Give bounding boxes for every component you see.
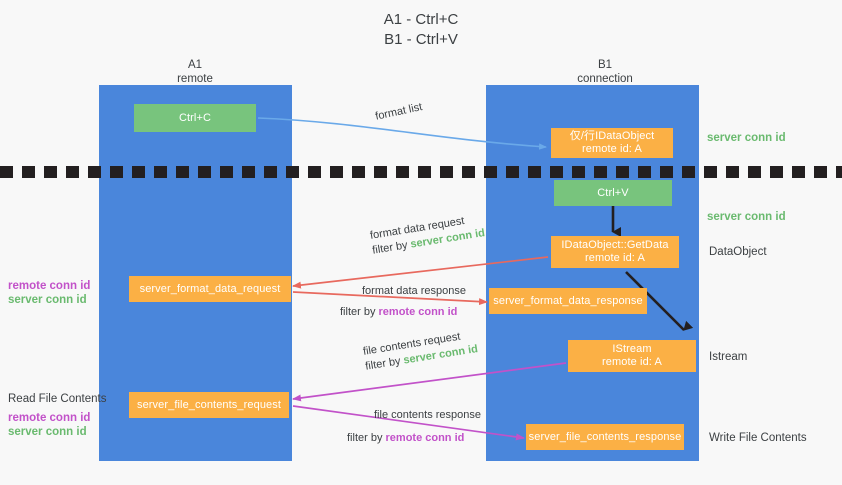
node-ctrl-v[interactable]: Ctrl+V bbox=[554, 180, 672, 206]
arrow-file-contents-response bbox=[292, 405, 525, 441]
node-server-file-contents-response[interactable]: server_file_contents_response bbox=[526, 424, 684, 450]
annotation-server-conn-id-top: server conn id bbox=[707, 132, 786, 144]
edge-label-format-data-response-text: format data response bbox=[362, 285, 466, 297]
lane-header-b1: B1 connection bbox=[530, 58, 680, 86]
node-getdata[interactable]: IDataObject::GetData remote id: A bbox=[551, 236, 679, 268]
annotation-group-conn-ids-bottom: remote conn id server conn id bbox=[8, 411, 90, 439]
annotation-server-conn-id-mid: server conn id bbox=[707, 211, 786, 223]
title-line-1: A1 - Ctrl+C bbox=[383, 11, 459, 28]
lane-header-a1: A1 remote bbox=[120, 58, 270, 86]
node-idataobject-line2: remote id: A bbox=[582, 143, 642, 155]
node-server-format-data-request[interactable]: server_format_data_request bbox=[129, 276, 291, 302]
annotation-server-conn-id-left-bottom: server conn id bbox=[8, 426, 87, 438]
lane-a1-name: A1 bbox=[187, 59, 203, 71]
edge-label-file-contents-response-prefix: filter by bbox=[347, 432, 386, 444]
node-idataobject-line1: 仅/行IDataObject bbox=[569, 130, 655, 142]
node-server-format-data-request-label: server_format_data_request bbox=[139, 282, 281, 295]
annotation-remote-conn-id-top: remote conn id bbox=[8, 280, 91, 292]
node-ctrl-c-line1: Ctrl+C bbox=[178, 111, 212, 124]
lane-a1-role: remote bbox=[177, 73, 213, 85]
node-istream-line1: IStream bbox=[612, 343, 652, 355]
annotation-remote-conn-id-bottom: remote conn id bbox=[8, 412, 91, 424]
annotation-group-conn-ids-top: remote conn id server conn id bbox=[8, 279, 90, 307]
annotation-dataobject: DataObject bbox=[709, 246, 767, 258]
annotation-read-file-contents: Read File Contents bbox=[8, 393, 107, 405]
arrow-format-list bbox=[257, 117, 547, 150]
annotation-istream: Istream bbox=[709, 351, 748, 363]
edge-label-file-contents-response-text: file contents response bbox=[374, 409, 482, 421]
arrow-file-contents-request bbox=[292, 362, 567, 402]
node-istream-line2: remote id: A bbox=[602, 356, 662, 368]
node-server-format-data-response-label: server_format_data_response bbox=[493, 294, 643, 307]
arrow-format-data-request bbox=[292, 256, 549, 289]
page-title: A1 - Ctrl+C B1 - Ctrl+V bbox=[0, 10, 842, 50]
lane-b1-name: B1 bbox=[597, 59, 613, 71]
title-line-2: B1 - Ctrl+V bbox=[384, 31, 458, 48]
edge-label-file-contents-response: file contents response filter by remote … bbox=[347, 408, 482, 446]
arrow-getdata-to-istream bbox=[625, 271, 694, 331]
phase-divider bbox=[0, 166, 842, 178]
node-idataobject[interactable]: 仅/行IDataObject remote id: A bbox=[551, 128, 673, 158]
node-ctrl-c[interactable]: Ctrl+C bbox=[134, 104, 256, 132]
node-server-file-contents-response-label: server_file_contents_response bbox=[528, 430, 682, 443]
node-getdata-line1: IDataObject::GetData bbox=[561, 239, 669, 251]
annotation-write-file-contents: Write File Contents bbox=[709, 432, 807, 444]
edge-label-format-data-response-prefix: filter by bbox=[340, 306, 379, 318]
edge-label-format-data-response-key: remote conn id bbox=[378, 306, 458, 318]
arrow-format-data-response bbox=[292, 291, 488, 306]
lane-b1-role: connection bbox=[577, 73, 633, 85]
node-server-file-contents-request[interactable]: server_file_contents_request bbox=[129, 392, 289, 418]
node-server-file-contents-request-label: server_file_contents_request bbox=[136, 398, 282, 411]
node-ctrl-v-line1: Ctrl+V bbox=[597, 186, 629, 199]
annotation-server-conn-id-left-top: server conn id bbox=[8, 294, 87, 306]
edge-label-format-data-response: format data response filter by remote co… bbox=[340, 284, 466, 320]
node-server-format-data-response[interactable]: server_format_data_response bbox=[489, 288, 647, 314]
node-getdata-line2: remote id: A bbox=[585, 252, 645, 264]
node-istream[interactable]: IStream remote id: A bbox=[568, 340, 696, 372]
edge-label-file-contents-response-key: remote conn id bbox=[385, 432, 465, 444]
